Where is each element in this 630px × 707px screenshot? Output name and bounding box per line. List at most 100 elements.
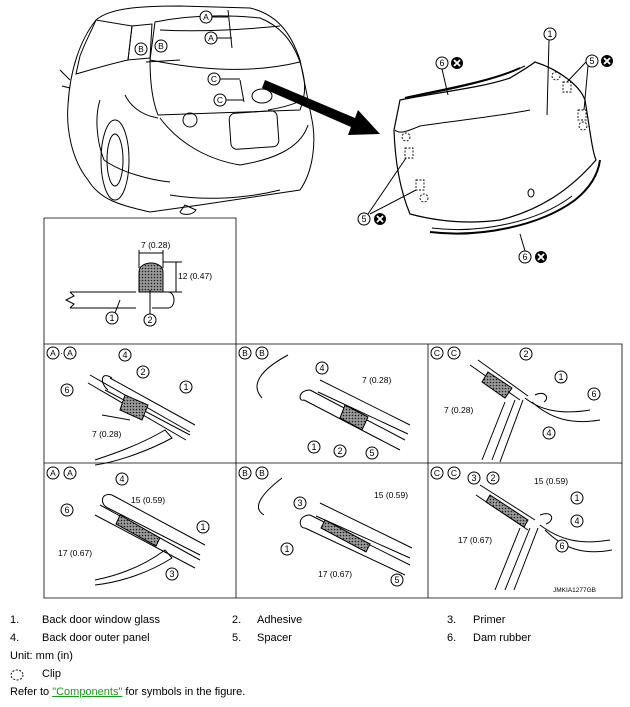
svg-text:A: A <box>67 348 73 358</box>
legend-text: Back door outer panel <box>42 632 150 644</box>
svg-text:7 (0.28): 7 (0.28) <box>362 375 391 385</box>
svg-text:15 (0.59): 15 (0.59) <box>131 495 165 505</box>
components-link[interactable]: "Components" <box>52 686 123 698</box>
svg-text:A: A <box>50 348 56 358</box>
svg-text:5: 5 <box>589 56 594 66</box>
svg-text:4: 4 <box>119 474 124 484</box>
svg-text:6: 6 <box>439 58 444 68</box>
callout-1: 1 <box>105 299 121 325</box>
do-not-reuse-icon <box>534 250 548 264</box>
glass-clips <box>401 71 588 203</box>
callout-6: 6 <box>60 383 74 397</box>
svg-text:3: 3 <box>169 569 174 579</box>
unit-note: Unit: mm (in) <box>10 650 73 662</box>
legend-text: Spacer <box>257 632 292 644</box>
svg-text:7 (0.28): 7 (0.28) <box>92 429 121 439</box>
svg-text:1: 1 <box>183 382 188 392</box>
callout-2: 2 <box>143 290 157 327</box>
svg-text:1: 1 <box>547 29 552 39</box>
dim-height: 12 (0.47) <box>178 271 212 281</box>
svg-text:3: 3 <box>471 473 476 483</box>
svg-text:2: 2 <box>490 473 495 483</box>
svg-text:2: 2 <box>147 315 152 325</box>
svg-text:17 (0.67): 17 (0.67) <box>318 569 352 579</box>
clip-label: Clip <box>42 668 61 680</box>
svg-text:C: C <box>211 74 217 84</box>
callout-1: 1 <box>570 491 584 505</box>
section-marker-b-2: B <box>154 39 168 53</box>
callout-3: 3 <box>293 496 307 510</box>
legend-num: 1. <box>10 614 20 626</box>
svg-text:17 (0.67): 17 (0.67) <box>458 535 492 545</box>
svg-text:B: B <box>242 468 248 478</box>
svg-text:B: B <box>158 41 164 51</box>
svg-text:15 (0.59): 15 (0.59) <box>374 490 408 500</box>
section-marker-a-2: A <box>204 31 232 45</box>
legend-num: 6. <box>447 632 457 644</box>
svg-text:6: 6 <box>64 505 69 515</box>
svg-text:2: 2 <box>523 349 528 359</box>
callout-2: 2 <box>136 365 150 379</box>
callout-2: 2 <box>486 471 500 485</box>
svg-text:5: 5 <box>361 214 366 224</box>
legend-num: 2. <box>232 614 242 626</box>
svg-text:B: B <box>138 44 144 54</box>
callout-3: 3 <box>467 471 481 485</box>
callout-1: 1 <box>554 370 568 384</box>
svg-text:4: 4 <box>122 350 127 360</box>
callout-6-bottom: 6 <box>518 233 548 264</box>
svg-text:15 (0.59): 15 (0.59) <box>534 476 568 486</box>
svg-text:3: 3 <box>297 498 302 508</box>
callout-1: 1 <box>179 380 193 394</box>
section-grid <box>43 217 623 599</box>
svg-text:B: B <box>259 348 265 358</box>
svg-text:2: 2 <box>140 367 145 377</box>
callout-4: 4 <box>115 472 129 486</box>
svg-text:1: 1 <box>574 493 579 503</box>
svg-text:6: 6 <box>559 541 564 551</box>
callout-6: 6 <box>555 539 569 553</box>
section-marker-b-1: B <box>134 42 148 56</box>
refer-note: Refer to "Components" for symbols in the… <box>10 686 246 698</box>
callout-5-right: 5 <box>566 54 614 111</box>
do-not-reuse-icon <box>373 212 387 226</box>
callout-4: 4 <box>570 514 584 528</box>
svg-text:C: C <box>451 348 457 358</box>
svg-text:7 (0.28): 7 (0.28) <box>444 405 473 415</box>
section-a-a-top: A·A 7 (0.28) 4 6 2 1 <box>46 346 196 466</box>
callout-2: 2 <box>519 347 533 361</box>
svg-text:1: 1 <box>109 313 114 323</box>
section-marker-a-1: A <box>199 10 228 24</box>
marker-label: A <box>203 12 209 22</box>
legend-text: Primer <box>473 614 506 626</box>
callout-1: 1 <box>196 520 210 534</box>
legend-text: Back door window glass <box>42 614 161 626</box>
legend-num: 5. <box>232 632 242 644</box>
glass-installation-diagram: A A B B C C <box>43 5 623 599</box>
legend-num: 3. <box>447 614 457 626</box>
svg-text:C: C <box>451 468 457 478</box>
section-cut-lines <box>145 9 245 103</box>
svg-text:A: A <box>50 468 56 478</box>
section-marker-c-1: C <box>207 72 240 86</box>
figure-code: JMKIA1277GB <box>553 587 596 594</box>
svg-text:C: C <box>434 468 440 478</box>
svg-text:6: 6 <box>64 385 69 395</box>
svg-text:B: B <box>259 468 265 478</box>
svg-text:5: 5 <box>369 448 374 458</box>
callout-3: 3 <box>165 567 179 581</box>
callout-4: 4 <box>542 426 556 440</box>
svg-text:6: 6 <box>591 389 596 399</box>
svg-text:4: 4 <box>319 363 324 373</box>
glass-exploded-view <box>393 39 601 235</box>
svg-text:A: A <box>67 468 73 478</box>
legend-text: Dam rubber <box>473 632 532 644</box>
section-marker-c-2: C <box>213 93 244 107</box>
